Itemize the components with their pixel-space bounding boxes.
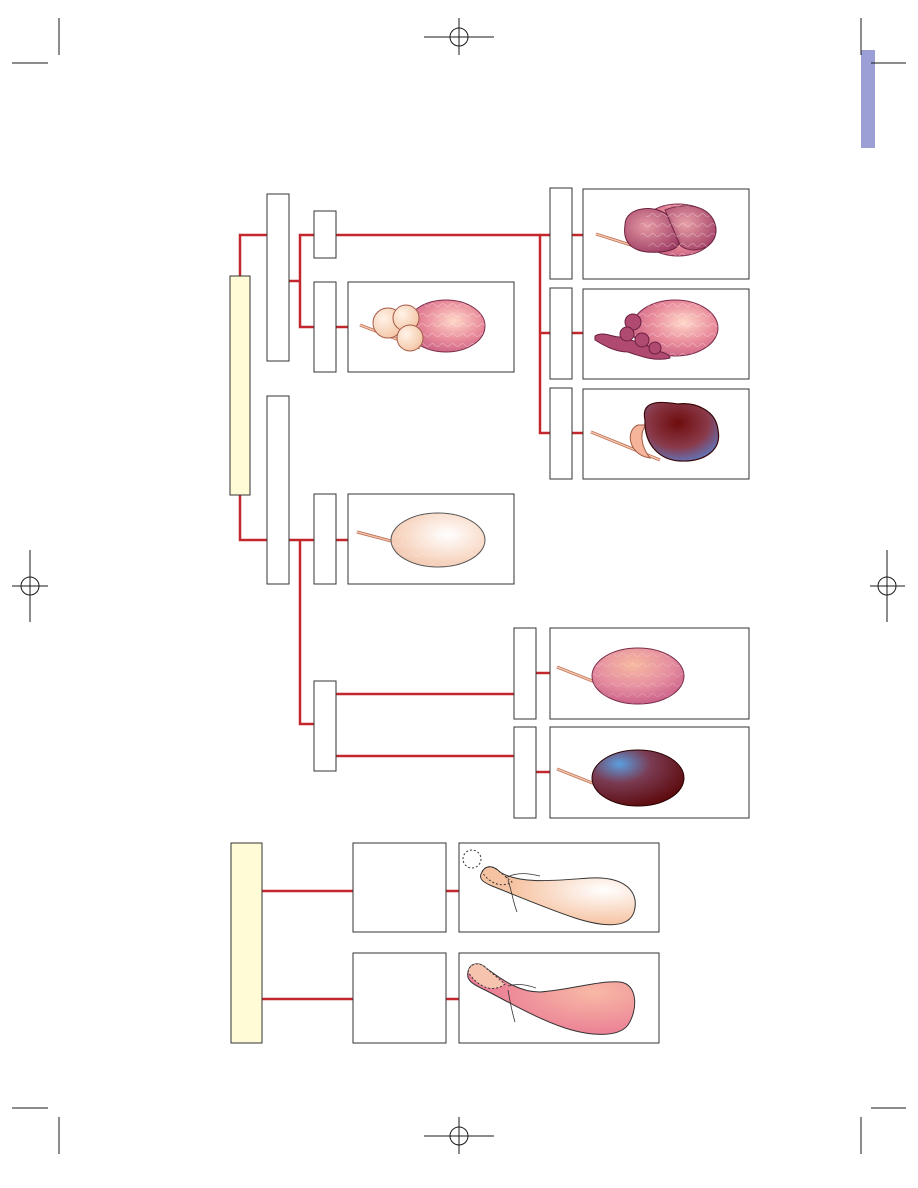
dark-nodular-ovary-icon bbox=[582, 388, 750, 480]
registration-mark-right bbox=[870, 550, 905, 622]
ovary-with-exophytic-cyst-icon bbox=[347, 281, 515, 373]
connector-branch-b-down bbox=[298, 540, 314, 726]
pale-ovoid-ovary-icon bbox=[347, 493, 515, 585]
connector-root-to-branch-b bbox=[238, 495, 267, 542]
pink-fallopian-tube-icon bbox=[458, 952, 660, 1044]
node-b2-box bbox=[313, 680, 337, 772]
node-a2-box bbox=[313, 281, 337, 373]
dark-hemorrhagic-ovary-icon bbox=[549, 726, 750, 819]
pale-fallopian-tube-icon bbox=[458, 842, 660, 933]
registration-mark-bottom bbox=[424, 1117, 494, 1154]
node-b1-box bbox=[313, 493, 337, 585]
branch-b-box bbox=[266, 395, 290, 585]
node-a1c-box bbox=[549, 387, 573, 480]
tree-connectors bbox=[238, 233, 583, 1001]
node-a1b-box bbox=[549, 287, 573, 380]
registration-mark-top bbox=[424, 18, 494, 55]
node-b2b-box bbox=[513, 726, 537, 819]
crop-marks bbox=[12, 18, 906, 1154]
multilobed-tubal-mass-icon bbox=[582, 288, 750, 380]
label-boxes bbox=[229, 187, 573, 1044]
root-box bbox=[229, 275, 251, 496]
node-b2a-box bbox=[513, 627, 537, 720]
branch-a-box bbox=[266, 193, 290, 362]
node-a1-box bbox=[313, 210, 337, 259]
pink-ovoid-ovary-icon bbox=[549, 627, 750, 720]
page-tab-accent bbox=[861, 50, 875, 148]
lower-root-box bbox=[230, 842, 263, 1044]
lower-node-b-box bbox=[352, 952, 447, 1044]
lobulated-ovary-icon bbox=[582, 188, 750, 280]
node-a1a-box bbox=[549, 187, 573, 280]
connector-root-to-branch-a bbox=[238, 233, 267, 276]
registration-mark-left bbox=[12, 550, 48, 622]
connector-branch-a-split bbox=[298, 233, 314, 329]
lower-node-a-box bbox=[352, 842, 447, 933]
